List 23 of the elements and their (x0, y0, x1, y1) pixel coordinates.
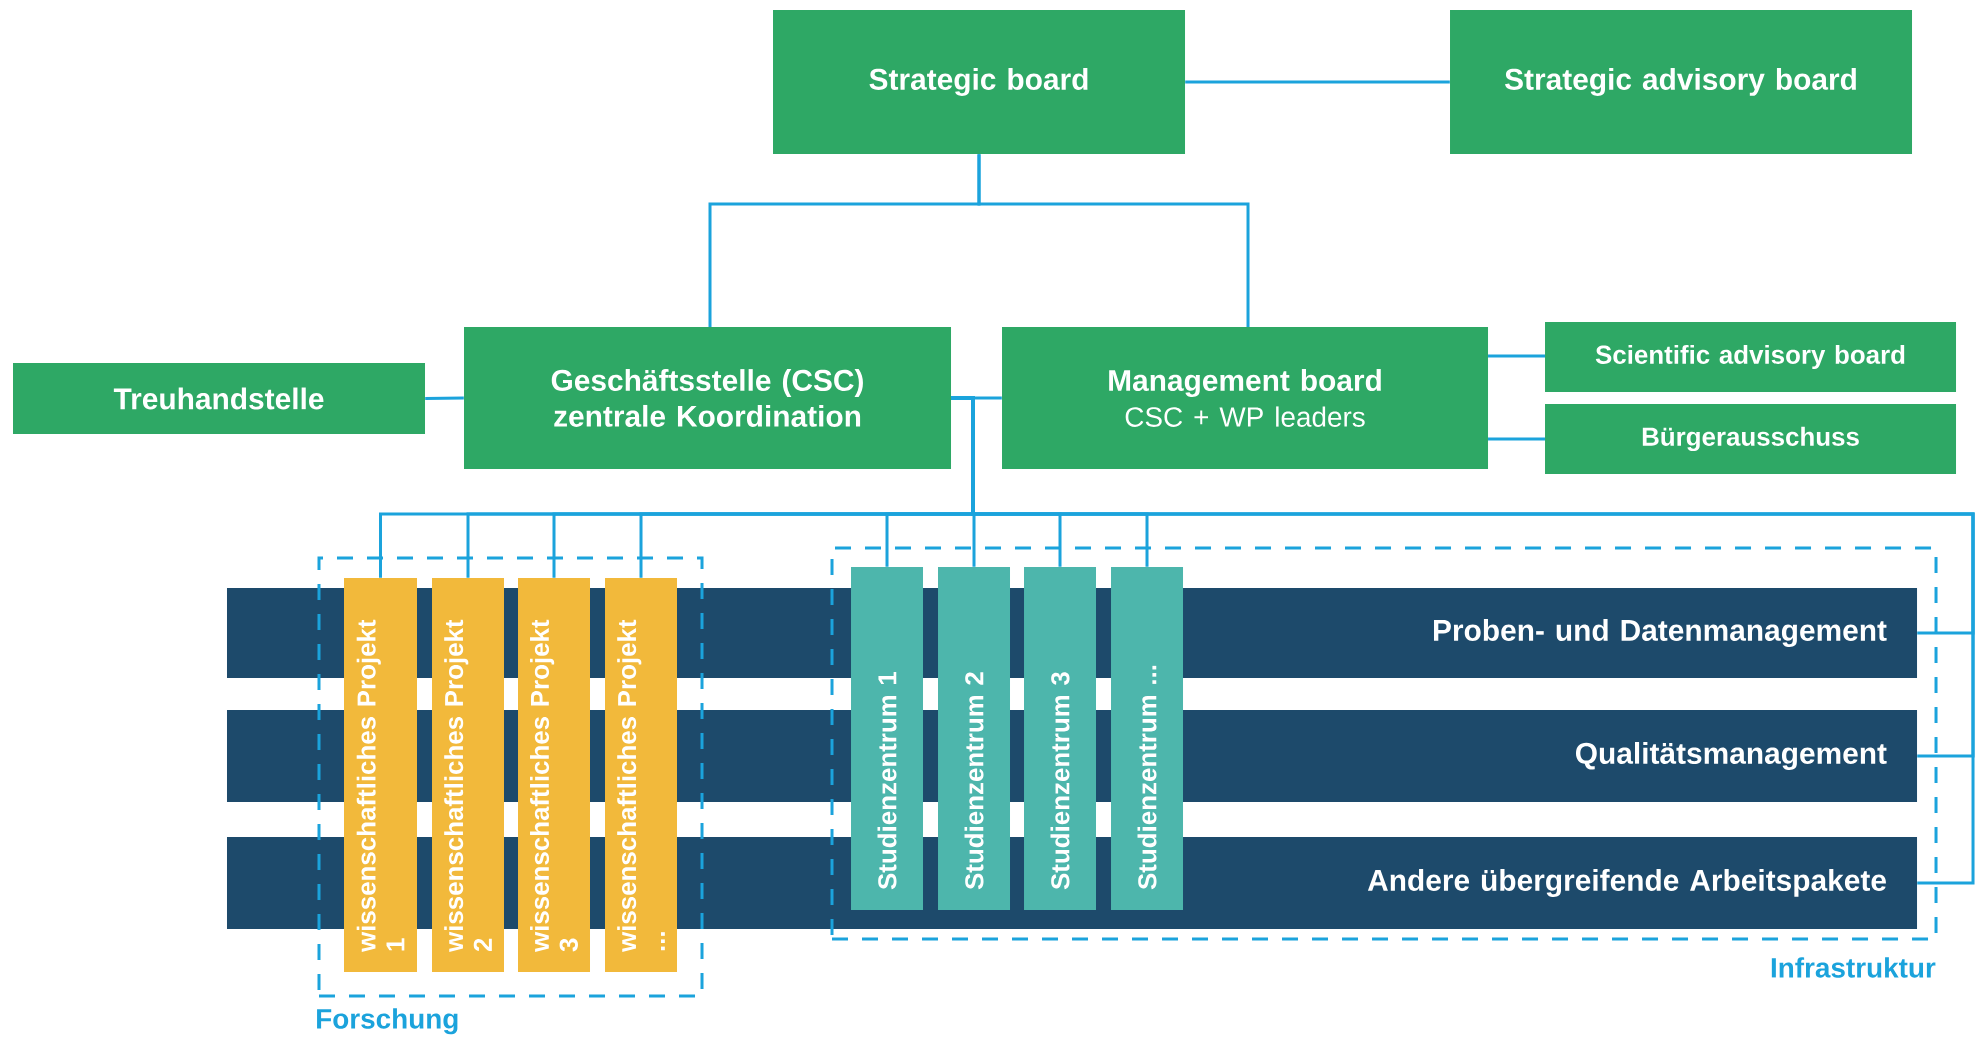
group-label: Forschung (317, 1008, 458, 1035)
board-box: Strategic board (773, 10, 1185, 154)
board-box: Strategic advisory board (1450, 10, 1912, 154)
connector-line (1488, 354, 1545, 358)
board-box: Management board CSC + WP leaders (1002, 327, 1488, 469)
project-column: wissenschaftliches Projekt 1 (344, 578, 417, 972)
board-box: Geschäftsstelle (CSC) zentrale Koordination (464, 327, 951, 469)
project-column: wissenschaftliches Projekt ... (605, 578, 677, 972)
study-center-column: Studienzentrum 3 (1024, 567, 1096, 910)
connector-line (425, 396, 464, 400)
board-box: Treuhandstelle (13, 363, 425, 434)
connector-line (977, 154, 1250, 327)
connector-line (951, 396, 1975, 885)
connector-line (1488, 437, 1545, 441)
study-center-column: Studienzentrum ... (1111, 567, 1183, 910)
connector-line (1185, 80, 1450, 84)
board-box: Scientific advisory board (1545, 322, 1956, 392)
group-label: Infrastruktur (1771, 957, 1936, 978)
project-column: wissenschaftliches Projekt 2 (432, 578, 504, 972)
project-column: wissenschaftliches Projekt 3 (518, 578, 590, 972)
study-center-column: Studienzentrum 2 (938, 567, 1010, 910)
board-box: Bürgerausschuss (1545, 404, 1956, 474)
study-center-column: Studienzentrum 1 (851, 567, 923, 910)
